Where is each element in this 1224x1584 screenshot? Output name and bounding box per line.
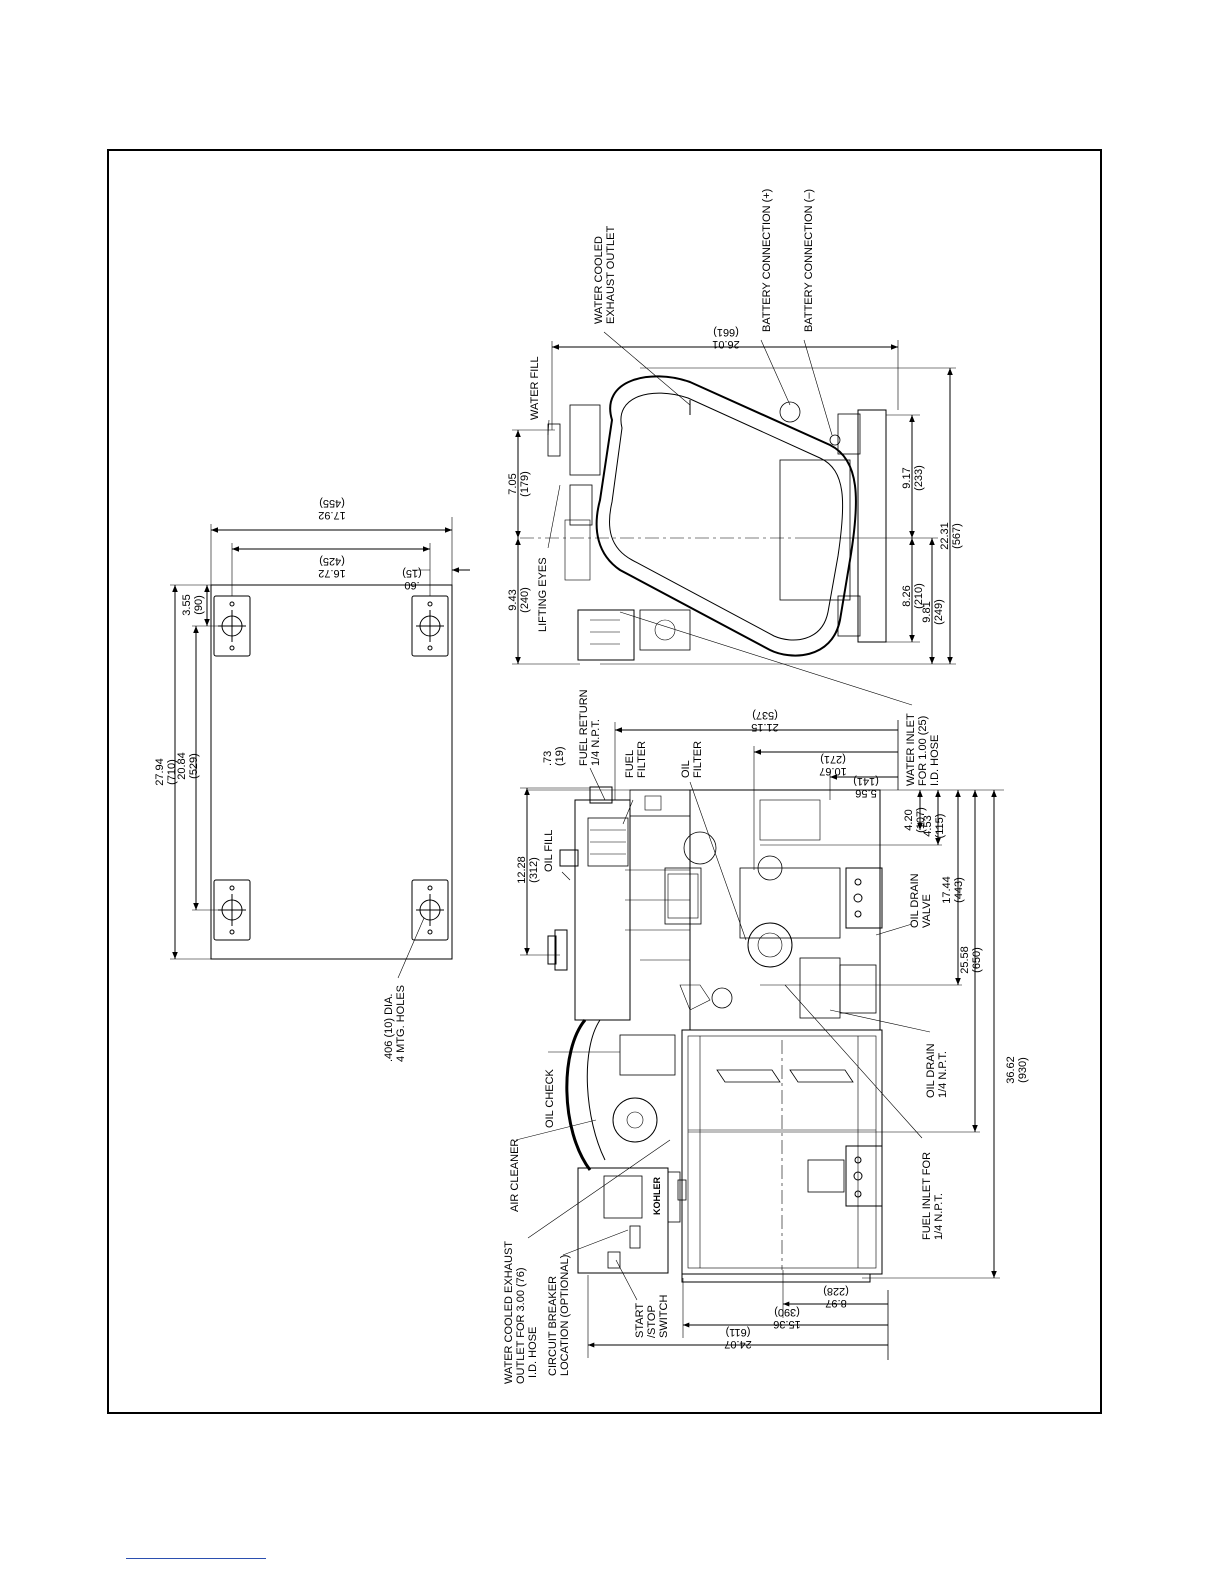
mounting-pad: [411, 595, 449, 657]
circuit-breaker-label: CIRCUIT BREAKERLOCATION (OPTIONAL): [547, 1255, 571, 1376]
air-cleaner-label: AIR CLEANER: [509, 1139, 521, 1212]
mounting-holes-label: .406 (10) DIA.4 MTG. HOLES: [383, 985, 407, 1062]
fuel-return-label: FUEL RETURN1/4 N.P.T.: [578, 689, 602, 766]
dim-73: .73(19): [542, 746, 566, 766]
water-fill-label: WATER FILL: [529, 356, 541, 420]
water-inlet-label: WATER INLETFOR 1.00 (25)I.D. HOSE: [905, 713, 941, 786]
mounting-pad: [213, 595, 251, 657]
oil-filter-label: OILFILTER: [680, 741, 704, 778]
exhaust-outlet-end-label: WATER COOLEDEXHAUST OUTLET: [593, 226, 617, 324]
dim-5-56: 5.56(141): [853, 775, 879, 799]
mounting-labels: 27.94(710) 20.84(529) 3.55(90) 17.92(455…: [154, 497, 422, 1062]
dim-16-72: 16.72(425): [318, 555, 346, 579]
dim-12-28: 12.28(312): [516, 856, 540, 884]
dim-15-36: 15.36(390): [773, 1306, 801, 1330]
battery-positive-label: BATTERY CONNECTION (+): [761, 189, 773, 332]
dim-3-55: 3.55(90): [181, 594, 205, 615]
end-view-labels: WATER FILL WATER COOLEDEXHAUST OUTLET BA…: [507, 189, 963, 632]
dim-4-20: 4.20(107): [903, 807, 927, 833]
dim-7-05: 7.05(179): [507, 471, 531, 497]
oil-drain-valve-label: OIL DRAINVALVE: [909, 873, 933, 928]
dim-9-43: 9.43(240): [507, 587, 531, 613]
mounting-base-view: [170, 517, 470, 979]
footer-rule: [126, 1558, 266, 1559]
generator-side-view: [515, 611, 1004, 1360]
dim-24-07: 24.07(611): [724, 1326, 752, 1350]
dim-17-92: 17.92(455): [318, 497, 346, 521]
fuel-inlet-label: FUEL INLET FOR1/4 N.P.T.: [921, 1152, 945, 1240]
dim-9-17: 9.17(233): [901, 465, 925, 491]
oil-drain-label: OIL DRAIN1/4 N.P.T.: [925, 1043, 949, 1098]
generator-end-view: [512, 331, 956, 665]
side-view-labels: FUEL RETURN1/4 N.P.T. .73(19) FUELFILTER…: [503, 689, 1029, 1384]
dim-36-62: 36.62(930): [1005, 1056, 1029, 1084]
dim-8-26: 8.26(210): [901, 583, 925, 609]
mounting-pad: [411, 879, 449, 941]
fuel-filter-label: FUELFILTER: [624, 741, 648, 778]
oil-fill-label: OIL FILL: [543, 830, 555, 872]
dim-26-01: 26.01(661): [712, 326, 740, 350]
lifting-eyes-label: LIFTING EYES: [537, 557, 549, 632]
dim-25-58: 25.58(650): [959, 946, 983, 974]
dim-17-44: 17.44(443): [941, 876, 965, 904]
dim-4-53: 4.53(115): [922, 814, 946, 839]
kohler-logo: KOHLER: [652, 1177, 662, 1216]
dim-20-84: 20.84(529): [176, 752, 200, 780]
exhaust-loop: [595, 375, 857, 657]
start-stop-switch-label: START/STOPSWITCH: [634, 1295, 670, 1338]
dim-27-94: 27.94(710): [154, 758, 178, 786]
mounting-pad: [213, 879, 251, 941]
dim-22-31: 22.31(567): [939, 522, 963, 550]
battery-negative-label: BATTERY CONNECTION (–): [803, 189, 815, 332]
dim-8-97: 8.97(228): [823, 1285, 849, 1309]
dim-9-81: 9.81(249): [921, 599, 945, 625]
engine-block: [689, 789, 881, 1031]
drawing-frame: [107, 149, 1102, 1414]
cylinder-head: [574, 799, 631, 1021]
dim-10-67: 10.67(271): [819, 753, 847, 777]
dim-21-15: 21.15(537): [751, 709, 779, 733]
exhaust-outlet-label: WATER COOLED EXHAUSTOUTLET FOR 3.00 (76)…: [503, 1241, 539, 1384]
dim-60: .60(15): [402, 567, 422, 591]
oil-check-label: OIL CHECK: [544, 1068, 556, 1128]
